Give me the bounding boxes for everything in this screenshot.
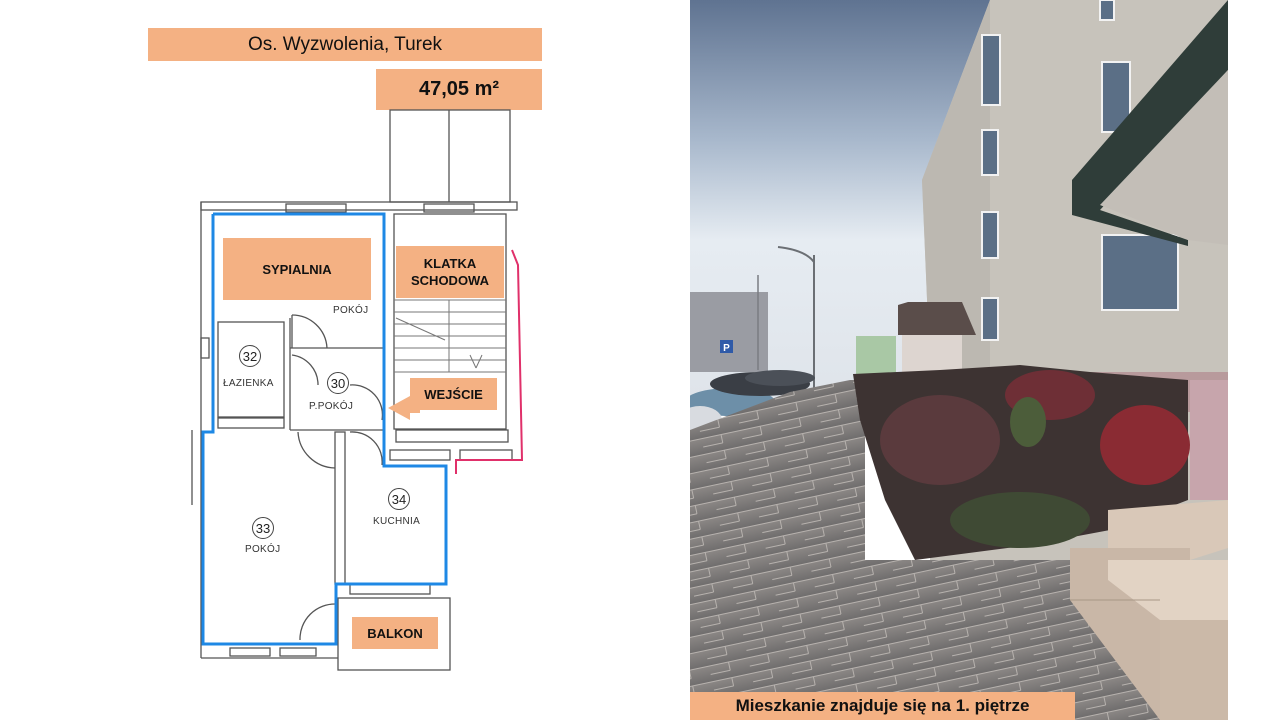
entrance-arrow	[388, 396, 420, 420]
balcony-label: BALKON	[367, 625, 423, 641]
floor-caption: Mieszkanie znajduje się na 1. piętrze	[690, 692, 1075, 720]
entrance-tag: WEJŚCIE	[410, 378, 497, 410]
bedroom-plan-label: POKÓJ	[333, 305, 369, 316]
bedroom-tag: SYPIALNIA	[223, 238, 371, 300]
apartment-outline	[201, 212, 448, 646]
parking-sign-icon: P	[723, 343, 730, 354]
balcony-tag: BALKON	[352, 617, 438, 649]
building-photo-drawing: P	[690, 0, 1228, 720]
room-number-32: 32	[239, 345, 261, 367]
entrance-label: WEJŚCIE	[424, 386, 483, 402]
area-label: 47,05 m²	[376, 69, 542, 110]
room-number-33: 33	[252, 517, 274, 539]
staircase-tag: KLATKA SCHODOWA	[396, 246, 504, 298]
staircase-label-line1: KLATKA	[423, 256, 477, 271]
room-number-34: 34	[388, 488, 410, 510]
room-name-32: ŁAZIENKA	[223, 378, 274, 389]
room-name-30: P.POKÓJ	[309, 401, 354, 412]
room-name-33: POKÓJ	[245, 544, 281, 555]
building-photo: P	[690, 0, 1228, 720]
room-number-30: 30	[327, 372, 349, 394]
bedroom-label: SYPIALNIA	[262, 261, 332, 277]
staircase-label-line2: SCHODOWA	[411, 273, 489, 288]
room-name-34: KUCHNIA	[373, 516, 421, 527]
location-title: Os. Wyzwolenia, Turek	[148, 28, 542, 61]
floor-plan-lines	[191, 109, 524, 671]
floor-plan: SYPIALNIA KLATKA SCHODOWA WEJŚCIE BALKON…	[191, 109, 524, 671]
